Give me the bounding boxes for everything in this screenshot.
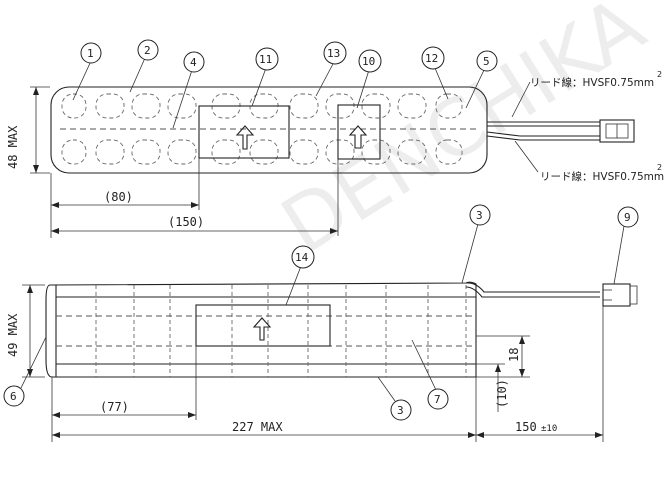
top-up-arrow-left-icon [235,125,255,150]
lead-wire-label-upper-sup: 2 [657,70,662,79]
side-height-dim: 49 MAX [6,313,20,357]
lead-wire-label-upper: リード線：HVSF0.75mm [530,76,654,89]
side-view: 49 MAX 18 (10) (77) 227 MAX 150 ±10 [6,281,638,442]
balloon-13: 13 [327,47,340,60]
dim-80: (80) [104,190,133,204]
balloon-callouts: 1 2 4 11 13 10 12 5 3 9 [3,39,639,421]
top-label-window-right [337,104,381,160]
balloon-10: 10 [362,55,375,68]
dim-150-tol: 150 [515,420,537,434]
lead-wire-label-lower-sup: 2 [657,163,662,172]
balloon-14: 14 [295,251,309,264]
balloon-1: 1 [87,47,94,60]
balloon-12: 12 [425,52,438,65]
balloon-6: 6 [10,390,17,403]
balloon-11: 11 [259,53,272,66]
side-connector [602,283,631,307]
top-label-window-left [198,105,290,159]
top-connector [599,119,635,143]
balloon-3-upper: 3 [476,209,483,222]
side-up-arrow-icon [252,317,272,341]
side-pack-outline [45,281,477,378]
balloon-9: 9 [624,211,631,224]
top-view: リード線：HVSF0.75mm 2 リード線：HVSF0.75mm 2 48 M… [6,70,664,238]
dim-227-max: 227 MAX [232,420,283,434]
top-pack-outline [50,86,488,174]
dim-150: (150) [168,215,204,229]
balloon-3-lower: 3 [397,404,404,417]
dim-150-tol-suffix: ±10 [541,424,557,434]
top-up-arrow-right-icon [348,125,368,149]
dim-10: (10) [495,379,509,408]
balloon-7: 7 [434,393,441,406]
lead-wire-label-lower: リード線：HVSF0.75mm [540,170,664,183]
side-label-window [195,304,331,347]
dim-77: (77) [100,400,129,414]
balloon-2: 2 [144,44,151,57]
side-cell-separators [56,285,476,377]
dim-18: 18 [507,348,521,362]
top-height-dim: 48 MAX [6,125,20,169]
balloon-5: 5 [483,55,490,68]
balloon-4: 4 [190,56,197,69]
